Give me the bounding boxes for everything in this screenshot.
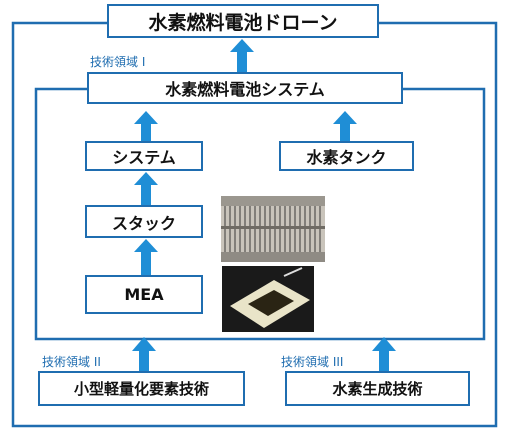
tank-text: 水素タンク xyxy=(306,148,387,167)
system-text: 水素燃料電池システム xyxy=(165,80,325,99)
area3-text: 水素生成技術 xyxy=(332,380,423,398)
tank-box: 水素タンク xyxy=(279,141,414,171)
arrow-area2-to-frame xyxy=(132,337,156,372)
system-box: 水素燃料電池システム xyxy=(87,72,403,104)
subsystem-text: システム xyxy=(112,148,176,167)
title-text: 水素燃料電池ドローン xyxy=(148,11,338,34)
arrow-area3-to-frame xyxy=(372,337,396,372)
stack-text: スタック xyxy=(111,213,176,233)
fuel-cell-stack-photo xyxy=(221,196,325,262)
title-box: 水素燃料電池ドローン xyxy=(107,4,379,38)
area1-label: 技術領域 I xyxy=(88,55,148,69)
mea-photo xyxy=(222,266,314,332)
arrow-stack-to-subsystem xyxy=(134,172,158,207)
fuel-cell-stack-image xyxy=(221,196,325,262)
mea-text: MEA xyxy=(124,285,164,304)
area2-box: 小型軽量化要素技術 xyxy=(38,371,245,406)
arrow-system-to-title xyxy=(230,39,254,78)
mea-box: MEA xyxy=(85,275,203,314)
mea-image xyxy=(222,266,314,332)
arrow-subsystem-to-system xyxy=(134,111,158,143)
area2-label: 技術領域 II xyxy=(40,355,103,369)
area2-text: 小型軽量化要素技術 xyxy=(73,380,209,398)
subsystem-box: システム xyxy=(85,141,203,171)
arrow-mea-to-stack xyxy=(134,239,158,276)
arrow-tank-to-system xyxy=(333,111,357,143)
stack-box: スタック xyxy=(85,205,203,238)
area3-label: 技術領域 III xyxy=(279,355,346,369)
area3-box: 水素生成技術 xyxy=(285,371,470,406)
